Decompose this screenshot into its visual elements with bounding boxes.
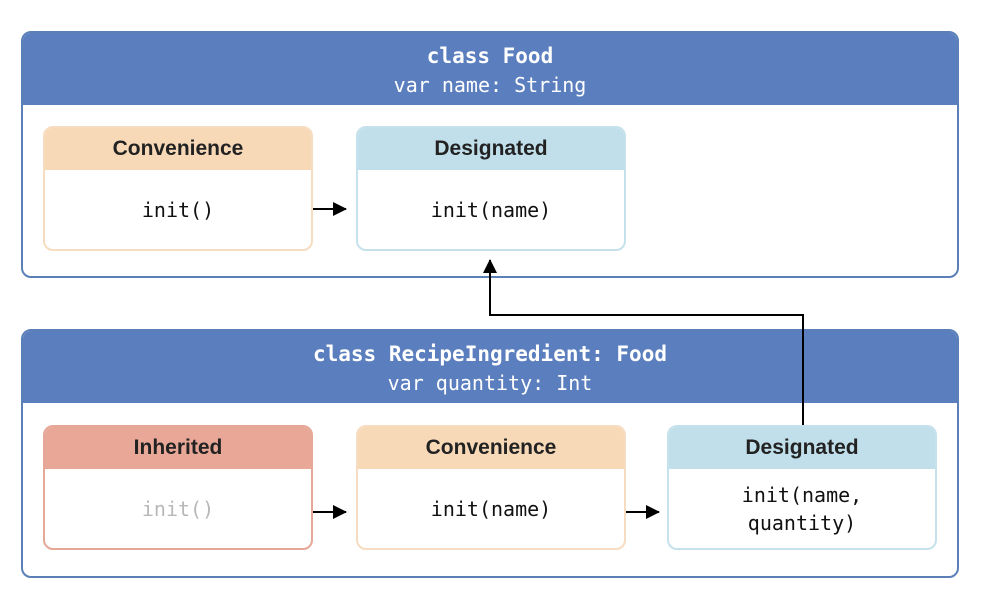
food-class-title: class Food — [426, 44, 554, 68]
food-class-property: var name: String — [393, 73, 587, 97]
recipe-designated-init-signature: init(name, quantity) — [741, 482, 863, 535]
recipe-designated-init-box: Designated init(name, quantity) — [667, 425, 937, 550]
food-convenience-init-kind: Convenience — [45, 128, 311, 170]
recipe-ingredient-class-header: class RecipeIngredient: Food var quantit… — [23, 331, 957, 403]
food-designated-init-box: Designated init(name) — [356, 126, 626, 251]
recipe-ingredient-class-title: class RecipeIngredient: Food — [312, 342, 667, 366]
recipe-convenience-init-signature: init(name) — [430, 496, 552, 521]
food-convenience-init-signature: init() — [141, 197, 215, 222]
recipe-ingredient-class-property: var quantity: Int — [387, 371, 593, 395]
food-designated-init-kind: Designated — [358, 128, 624, 170]
food-designated-init-signature: init(name) — [430, 197, 552, 222]
inherited-init-kind: Inherited — [45, 427, 311, 469]
inherited-init-signature: init() — [141, 496, 215, 521]
recipe-convenience-init-box: Convenience init(name) — [356, 425, 626, 550]
recipe-designated-init-kind: Designated — [669, 427, 935, 469]
recipe-convenience-init-kind: Convenience — [358, 427, 624, 469]
food-convenience-init-box: Convenience init() — [43, 126, 313, 251]
recipe-designated-to-food-designated-arrow — [483, 259, 804, 425]
inherited-init-box: Inherited init() — [43, 425, 313, 550]
food-class-header: class Food var name: String — [23, 33, 957, 105]
